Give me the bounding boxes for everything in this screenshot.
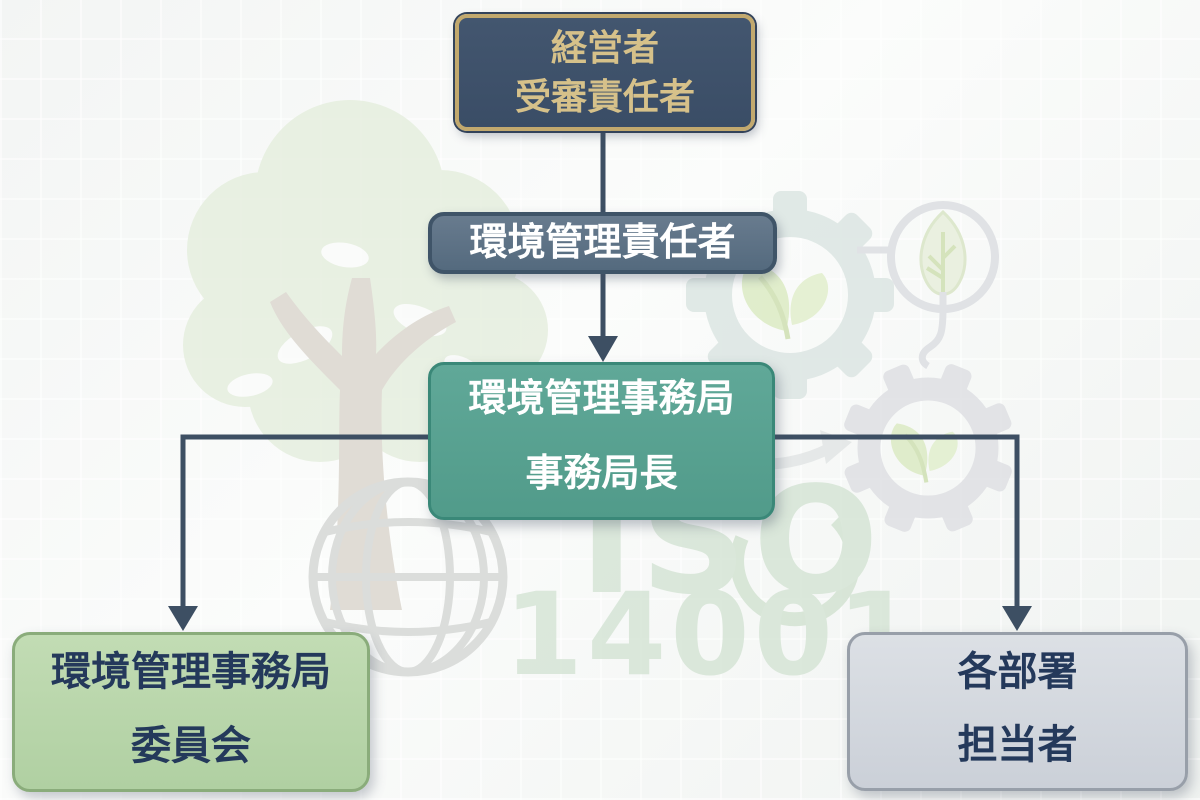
node-env-manager-label: 環境管理責任者 [469,220,736,265]
node-committee: 環境管理事務局 委員会 [12,632,370,792]
sprout-leaf-icon [741,263,829,340]
node-management-line2: 受審責任者 [514,76,695,118]
globe-icon [308,477,508,677]
node-secretariat: 環境管理事務局 事務局長 [428,362,775,520]
leaf-circle-icon [857,201,999,370]
node-env-manager: 環境管理責任者 [428,212,777,274]
edge-secretariat-departments [775,434,1020,608]
node-secretariat-line1: 環境管理事務局 [468,376,735,420]
node-departments: 各部署 担当者 [847,632,1188,791]
node-management-line1: 経営者 [550,27,659,69]
arrowhead-down-icon [588,336,618,362]
node-departments-line1: 各部署 [957,649,1078,695]
node-committee-line1: 環境管理事務局 [51,649,331,695]
tree-icon [183,100,548,610]
node-departments-line2: 担当者 [957,722,1078,768]
arrowhead-down-icon [168,606,198,631]
node-management: 経営者 受審責任者 [455,14,755,131]
arrowhead-down-icon [1002,606,1032,631]
edge-secretariat-committee [180,434,428,608]
node-committee-line2: 委員会 [131,723,251,769]
node-secretariat-line2: 事務局長 [525,450,678,495]
